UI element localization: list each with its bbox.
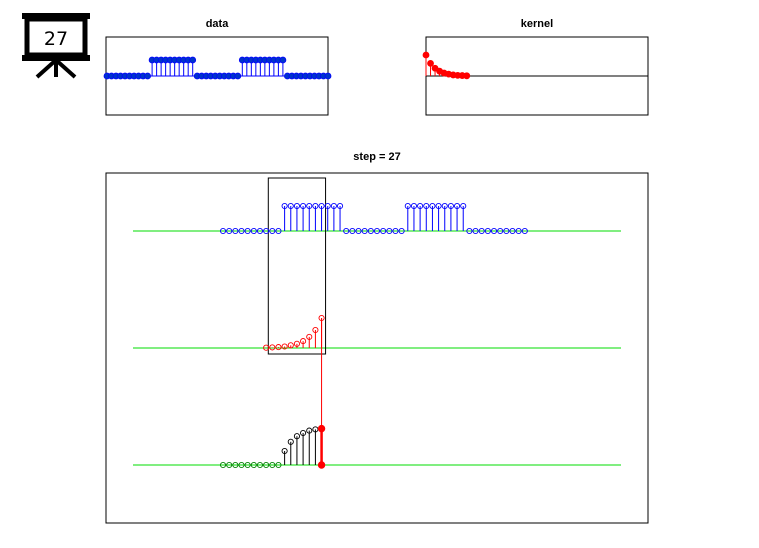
- step-data-marker: [269, 227, 276, 235]
- step-kernel-marker: [306, 333, 313, 340]
- step-data-marker: [478, 227, 485, 235]
- data-marker: [234, 72, 242, 80]
- step-output-marker: [256, 461, 264, 469]
- step-data-marker: [293, 202, 300, 210]
- step-data-marker: [484, 227, 491, 235]
- step-output-marker: [306, 427, 313, 434]
- step-data-marker: [373, 227, 381, 235]
- step-data-marker: [256, 227, 264, 235]
- step-data-marker: [343, 227, 350, 235]
- step-kernel-marker: [269, 344, 276, 351]
- step-data-marker: [490, 227, 498, 235]
- step-kernel-marker: [300, 338, 307, 345]
- step-data-marker: [336, 202, 344, 210]
- step-kernel-marker: [263, 344, 270, 351]
- step-data-marker: [244, 227, 251, 235]
- step-data-marker: [250, 227, 257, 235]
- badge-number: 27: [44, 28, 68, 50]
- kernel-marker: [427, 60, 434, 67]
- step-data-marker: [324, 202, 331, 210]
- step-data-marker: [349, 227, 356, 235]
- step-title: step = 27: [353, 151, 400, 163]
- step-data-marker: [226, 227, 233, 235]
- data-marker: [324, 72, 332, 80]
- step-data-marker: [472, 227, 479, 235]
- step-data-marker: [460, 202, 467, 210]
- step-output-marker: [244, 461, 251, 469]
- step-axes: step = 27: [105, 151, 649, 524]
- step-data-marker: [392, 227, 399, 235]
- step-data-marker: [367, 227, 374, 235]
- step-data-marker: [503, 227, 510, 235]
- kernel-axes: kernel: [422, 18, 649, 116]
- step-data-marker: [398, 227, 405, 235]
- data-axes: data: [103, 18, 332, 116]
- kernel-stems: [422, 51, 471, 80]
- step-data-marker: [447, 202, 454, 210]
- data-marker: [279, 56, 287, 64]
- step-data-marker: [466, 227, 473, 235]
- step-kernel-marker: [287, 342, 294, 349]
- step-data-marker: [318, 202, 325, 210]
- step-data-marker: [509, 227, 516, 235]
- step-data-marker: [306, 202, 313, 210]
- current-output-marker: [317, 424, 326, 433]
- step-data-marker: [435, 202, 442, 210]
- step-output-marker: [263, 461, 270, 469]
- step-output-marker: [226, 461, 233, 469]
- sliding-window-box: [267, 177, 327, 355]
- current-output-base-marker: [317, 461, 326, 469]
- step-output-marker: [275, 461, 282, 469]
- step-data-marker: [287, 202, 294, 210]
- kernel-marker: [422, 51, 430, 59]
- step-data-marker: [300, 202, 307, 210]
- step-data-marker: [521, 227, 528, 235]
- step-data-marker: [404, 202, 411, 210]
- step-output-marker: [238, 461, 245, 469]
- kernel-title: kernel: [521, 18, 553, 30]
- step-output-marker: [269, 461, 276, 469]
- step-data-marker: [312, 202, 319, 210]
- step-data-marker: [429, 202, 436, 210]
- step-output-marker: [219, 461, 227, 469]
- step-stems: [133, 177, 621, 469]
- kernel-marker: [463, 72, 471, 80]
- step-data-marker: [380, 227, 387, 235]
- step-kernel-marker: [281, 343, 288, 350]
- step-data-marker: [515, 227, 522, 235]
- step-output-marker: [287, 438, 294, 445]
- step-output-marker: [293, 433, 300, 440]
- data-marker: [189, 56, 197, 64]
- data-stems: [103, 56, 332, 80]
- step-data-marker: [410, 202, 418, 210]
- step-kernel-marker: [312, 326, 319, 334]
- data-title: data: [206, 18, 230, 30]
- step-data-marker: [219, 227, 227, 235]
- step-data-marker: [423, 202, 430, 210]
- step-data-marker: [361, 227, 368, 235]
- step-output-marker: [232, 461, 239, 469]
- step-output-marker: [281, 447, 288, 455]
- presentation-board-icon: 27: [22, 13, 90, 79]
- step-data-marker: [454, 202, 461, 210]
- step-output-marker: [300, 429, 307, 437]
- step-data-marker: [281, 202, 288, 210]
- data-marker: [144, 72, 151, 80]
- step-data-marker: [238, 227, 245, 235]
- step-kernel-marker: [275, 344, 282, 351]
- step-kernel-marker: [293, 340, 300, 347]
- step-data-marker: [330, 202, 337, 210]
- step-output-marker: [250, 461, 257, 469]
- step-data-marker: [441, 202, 448, 210]
- step-data-marker: [232, 227, 239, 235]
- step-data-marker: [417, 202, 424, 210]
- step-data-marker: [386, 227, 393, 235]
- step-data-marker: [263, 227, 270, 235]
- step-data-marker: [275, 227, 282, 235]
- step-data-marker: [497, 227, 504, 235]
- step-kernel-marker: [318, 314, 325, 322]
- step-axes-frame: [105, 172, 649, 524]
- step-data-marker: [355, 227, 362, 235]
